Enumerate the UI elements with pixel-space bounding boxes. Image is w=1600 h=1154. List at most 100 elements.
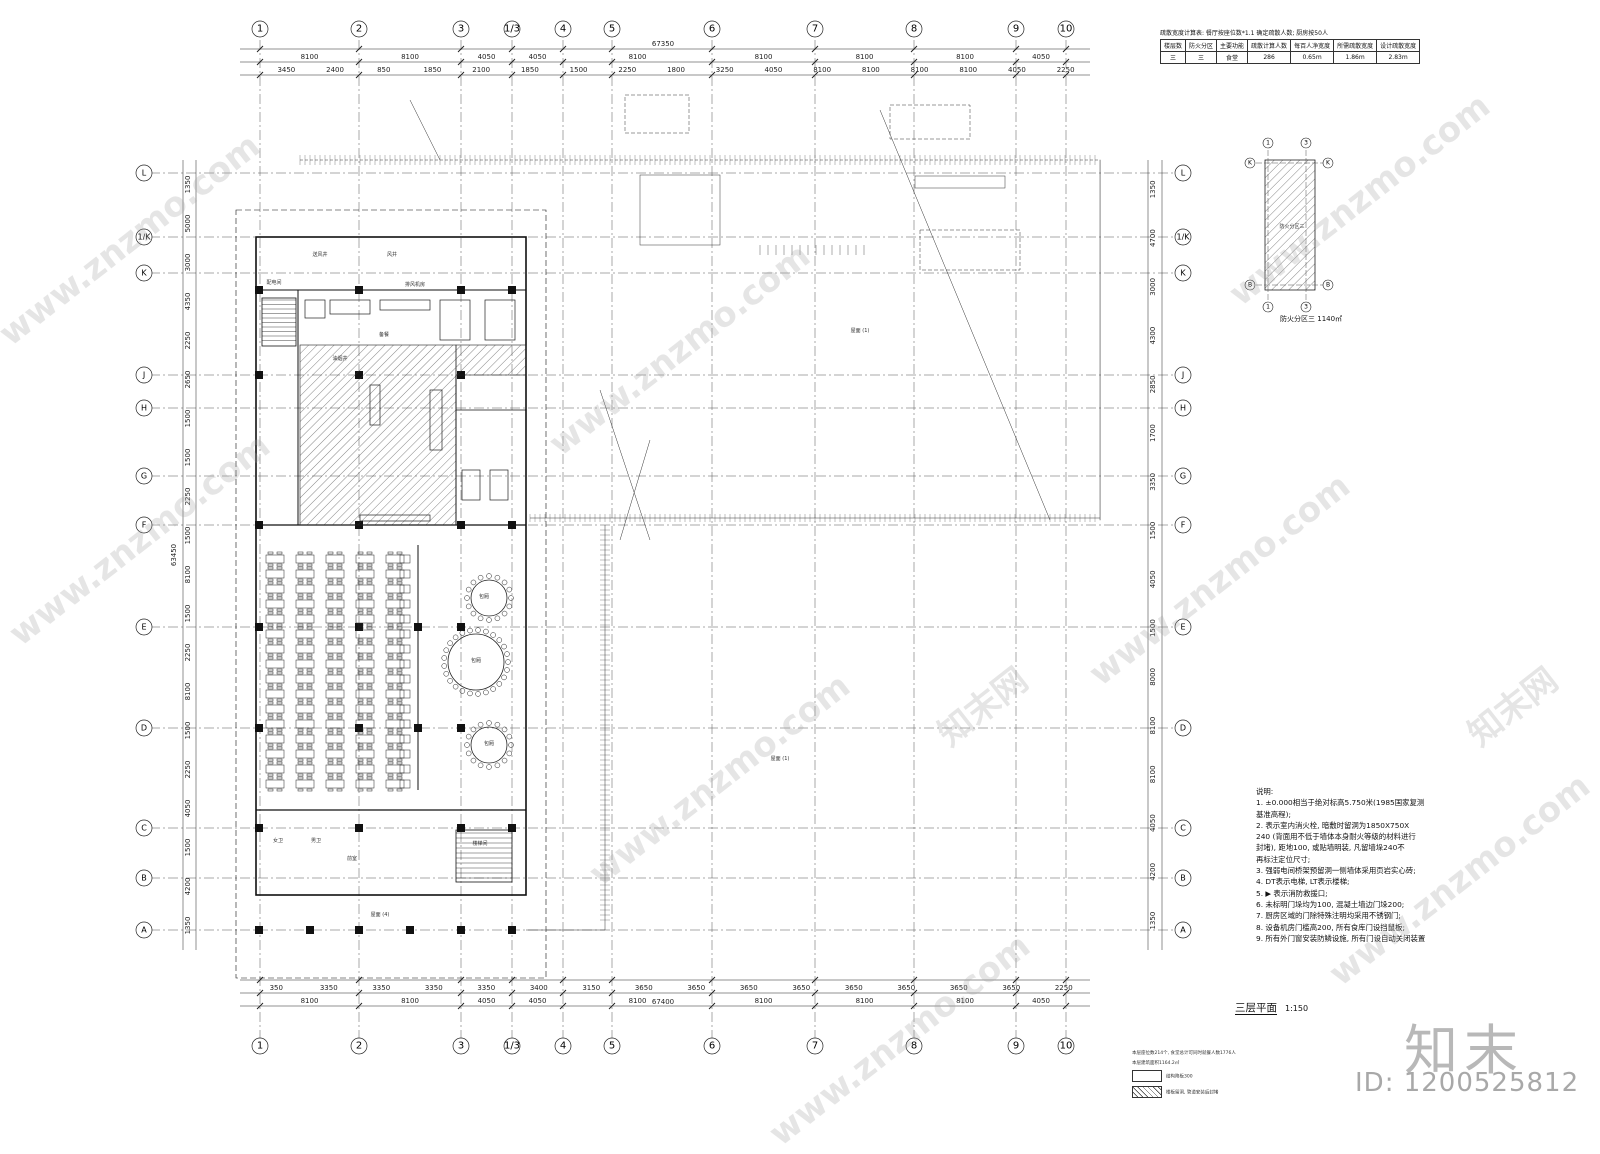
dining-chair	[388, 552, 393, 554]
table-caption: 疏散宽度计算表: 餐厅按座位数*1.1 确定疏散人数; 厨房按50人	[1160, 28, 1420, 37]
legend-item-label: 楼板留洞, 管道安装后封堵	[1166, 1091, 1218, 1096]
round-chair	[444, 671, 449, 676]
axis-label-right: C	[1180, 824, 1186, 833]
dining-chair	[388, 609, 393, 611]
axis-label-bottom: 8	[911, 1041, 917, 1052]
evacuation-width-table: 疏散宽度计算表: 餐厅按座位数*1.1 确定疏散人数; 厨房按50人 楼层数防火…	[1160, 28, 1420, 64]
keyplan-zone-label: 防火分区三	[1280, 315, 1315, 323]
dining-chair	[388, 774, 393, 776]
overall-dimension-top: 67350	[652, 40, 674, 48]
axis-label-right: J	[1181, 371, 1184, 380]
legend-item-label: 结构降板300	[1166, 1075, 1193, 1080]
structural-column	[457, 286, 465, 294]
axis-label-top: 1	[257, 24, 263, 35]
keyplan-axis-label: 1	[1266, 304, 1270, 311]
dining-table	[356, 630, 374, 638]
dining-table	[326, 675, 344, 683]
kitchen-equipment	[440, 300, 470, 340]
dining-table	[386, 615, 404, 623]
dining-chair	[298, 654, 303, 656]
equipment-pad	[625, 95, 689, 133]
round-chair	[483, 690, 488, 695]
dimension-text-top: 4050	[764, 66, 782, 74]
dining-chair	[388, 714, 393, 716]
keyplan-axis-label: 1	[1266, 140, 1270, 147]
dining-chair	[277, 672, 282, 674]
dining-chair	[337, 714, 342, 716]
dining-chair	[307, 579, 312, 581]
dining-chair	[328, 627, 333, 629]
dining-chair	[367, 642, 372, 644]
dining-chair	[337, 747, 342, 749]
axis-label-left: G	[141, 472, 147, 481]
dining-table	[400, 675, 410, 683]
dining-chair	[397, 714, 402, 716]
room-label: 包厢	[484, 740, 494, 747]
stair-bottom	[456, 830, 512, 882]
round-chair	[497, 638, 502, 643]
dining-chair	[307, 552, 312, 554]
dining-table	[326, 780, 344, 788]
dining-table	[266, 690, 284, 698]
equipment-pad	[920, 230, 1020, 270]
dimension-text-top: 1800	[667, 66, 685, 74]
dining-chair	[337, 597, 342, 599]
dimension-text-bottom: 8100	[301, 997, 319, 1005]
axis-label-top: 1/3	[504, 24, 520, 35]
dining-table	[326, 645, 344, 653]
legend-swatch-plain	[1132, 1070, 1162, 1082]
note-item: 3. 强弱电间桥架预留洞一侧墙体采用页岩实心砖;	[1256, 865, 1466, 876]
dining-chair	[307, 777, 312, 779]
dining-chair	[337, 639, 342, 641]
structural-column	[255, 286, 263, 294]
round-chair	[491, 632, 496, 637]
table-header-cell: 每百人净宽度	[1291, 40, 1334, 52]
dining-chair	[388, 642, 393, 644]
notes-heading: 说明:	[1256, 786, 1466, 797]
dining-chair	[367, 582, 372, 584]
dining-chair	[367, 717, 372, 719]
dining-chair	[277, 624, 282, 626]
keyplan-caption: 防火分区三 1140㎡	[1280, 314, 1342, 324]
dining-table	[296, 750, 314, 758]
keyplan-area: 1140㎡	[1317, 315, 1342, 323]
dining-chair	[367, 597, 372, 599]
dimension-text-top: 4050	[1008, 66, 1026, 74]
legend-item-slab-drop: 结构降板300	[1132, 1070, 1236, 1082]
dining-chair	[388, 624, 393, 626]
dining-table	[296, 705, 314, 713]
dimension-text-bottom: 3650	[635, 984, 653, 992]
round-chair	[468, 691, 473, 696]
dining-chair	[307, 642, 312, 644]
dining-chair	[328, 657, 333, 659]
dining-table	[296, 645, 314, 653]
dimension-text-right: 3350	[1149, 473, 1157, 491]
dining-chair	[388, 669, 393, 671]
axis-label-top: 4	[560, 24, 566, 35]
dining-chair	[268, 594, 273, 596]
table-cell: 三	[1186, 52, 1217, 64]
axis-gridlines	[150, 40, 1175, 1040]
dining-chair	[268, 657, 273, 659]
note-item: 2. 表示室内消火栓, 暗敷时留洞为1850X750X	[1256, 820, 1466, 831]
dining-table	[356, 735, 374, 743]
structural-column	[355, 286, 363, 294]
dining-chair	[328, 717, 333, 719]
drawing-legend: 本层座位数214个, 食堂总计可同时就餐人数1776人 本层建筑面积1164.2…	[1132, 1050, 1236, 1102]
dining-chair	[388, 777, 393, 779]
dining-table	[326, 600, 344, 608]
dining-chair	[397, 654, 402, 656]
dining-chair	[388, 717, 393, 719]
round-chair	[504, 652, 509, 657]
axis-label-top: 7	[812, 24, 818, 35]
dining-chair	[388, 594, 393, 596]
round-chair	[478, 575, 483, 580]
dining-chair	[307, 684, 312, 686]
dining-chair	[397, 657, 402, 659]
dining-chair	[397, 672, 402, 674]
dining-chair	[277, 762, 282, 764]
dimension-text-left: 2250	[184, 644, 192, 662]
structural-column	[414, 623, 422, 631]
axis-label-bottom: 7	[812, 1041, 818, 1052]
